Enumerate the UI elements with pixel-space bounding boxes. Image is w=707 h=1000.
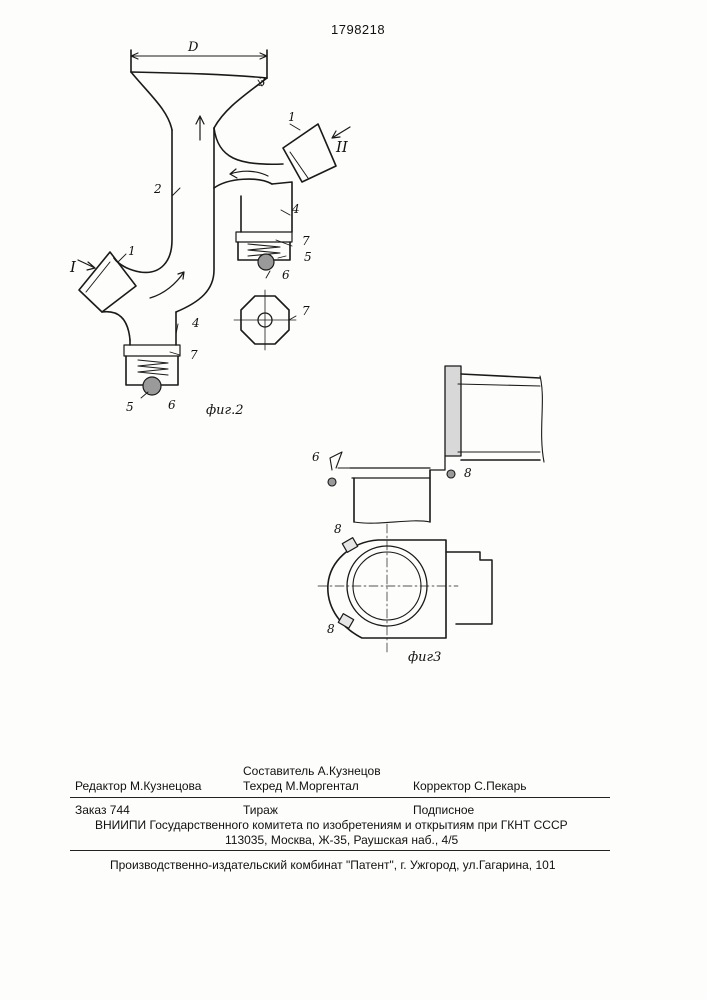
imprint-tech-editor: Техред М.Моргентал xyxy=(243,779,359,793)
imprint-editor: Редактор М.Кузнецова xyxy=(75,779,201,793)
imprint-rule-top xyxy=(70,797,610,798)
imprint-rule-middle xyxy=(70,850,610,851)
part-label-6-fig3: 6 xyxy=(312,450,320,464)
imprint-address: 113035, Москва, Ж-35, Раушская наб., 4/5 xyxy=(225,833,458,847)
pipe-flange xyxy=(445,366,461,456)
latch-8-upper xyxy=(342,538,357,553)
imprint-composer: Составитель А.Кузнецов xyxy=(243,764,381,778)
part-label-8-top: 8 xyxy=(464,466,472,480)
imprint-proofreader: Корректор С.Пекарь xyxy=(413,779,527,793)
hinge-8-top xyxy=(447,470,455,478)
imprint-circulation: Тираж xyxy=(243,803,278,817)
figure-3-caption: фиг3 xyxy=(408,650,441,665)
part-label-8-upper: 8 xyxy=(334,522,342,536)
lever-6 xyxy=(330,452,350,470)
imprint-order: Заказ 744 xyxy=(75,803,130,817)
plan-side-box xyxy=(446,552,492,624)
part-label-8-lower: 8 xyxy=(327,622,335,636)
latch-8-lower xyxy=(338,614,353,629)
imprint-subscription: Подписное xyxy=(413,803,474,817)
upper-pipe-walls xyxy=(461,374,540,460)
imprint-publisher: Производственно-издательский комбинат "П… xyxy=(110,858,556,872)
imprint-organization: ВНИИПИ Государственного комитета по изоб… xyxy=(95,818,568,832)
